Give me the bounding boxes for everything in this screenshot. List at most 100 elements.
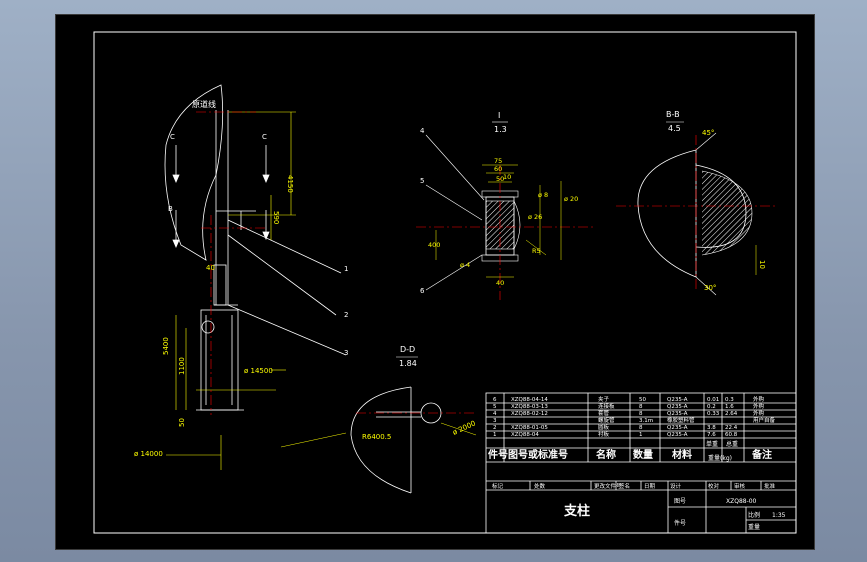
detail-i-leader: 5 <box>420 177 424 185</box>
bom-cell-name: 圆板 <box>598 423 610 431</box>
sign-row-cell: 日期 <box>644 483 656 490</box>
bom-cell-qty: 1 <box>639 432 643 438</box>
detail-i-leader: 6 <box>420 287 425 295</box>
bom-cell-note: 外购 <box>753 395 765 403</box>
base-tube <box>200 309 239 411</box>
bom-cell-w2: 0.3 <box>725 397 734 403</box>
bom-cell-w1: 7.6 <box>707 432 716 438</box>
detail-i-dim: R5 <box>532 247 541 255</box>
detail-i-title-top: I <box>498 111 500 120</box>
bom-cell-mat: Q235-A <box>667 432 688 438</box>
bom-cell-name: 夹子 <box>598 395 610 403</box>
design-row-cell: 设计 <box>670 482 682 490</box>
design-row-cell: 批准 <box>764 482 776 490</box>
design-row-cell: 校对 <box>708 482 720 490</box>
bom-cell-mat: Q235-A <box>667 425 688 431</box>
detail-i-leader: 4 <box>420 127 425 135</box>
bom-cell-note: 用户自备 <box>753 416 776 424</box>
bom-cell-no: 5 <box>493 404 497 410</box>
section-d-title-top: D-D <box>400 345 415 354</box>
title-block <box>485 392 797 534</box>
bom-cell-qty: 8 <box>639 425 643 431</box>
main-dim-3: 5400 <box>162 337 170 355</box>
sign-row-cell: 处数 <box>534 482 546 490</box>
section-b-angle-top: 45° <box>702 129 714 137</box>
main-view-centerlines <box>196 111 266 415</box>
sign-row-cell: 标记 <box>492 482 504 490</box>
main-leader-1: 1 <box>344 265 348 273</box>
bom-cell-note: 外购 <box>753 409 765 417</box>
section-d <box>280 356 477 494</box>
bom-cell-mat: Q235-A <box>667 397 688 403</box>
main-leader-2: 2 <box>344 311 348 319</box>
drawing-no-label: 图号 <box>674 498 686 505</box>
main-view <box>164 84 347 411</box>
bom-cell-w1: 0.33 <box>707 411 720 417</box>
bom-cell-code: XZQ88-03-13 <box>511 404 548 410</box>
detail-i-leaders: 4 5 6 <box>420 127 425 295</box>
detail-i-dim: ø 8 <box>538 191 548 199</box>
section-d-dim-left: R6400.5 <box>362 433 391 441</box>
bom-cell-qty: 8 <box>639 404 643 410</box>
bolt-circle <box>201 320 215 334</box>
cad-viewport[interactable]: 原道线 4150 590 5400 1100 50 ø 14000 ø 1450… <box>55 14 815 550</box>
bom-cell-qty: 3.1m <box>639 418 653 424</box>
bom-cell-code: XZQ88-04 <box>511 432 539 438</box>
part-title: 支柱 <box>563 503 590 519</box>
bom-cell-name: 衬板 <box>598 430 610 438</box>
bom-cell-w2: 1.6 <box>725 404 734 410</box>
bom-cell-w1: 0.01 <box>707 397 719 403</box>
scale-value: 1:35 <box>772 512 786 519</box>
bom-cell-mat: Q235-A <box>667 411 688 417</box>
section-b-angle-bottom: 30° <box>704 284 716 292</box>
bom-cell-w2: 2.64 <box>725 411 738 417</box>
drawing-no: XZQ88-00 <box>726 498 757 505</box>
bom-weight-header: 单重 总重 重量(kg) <box>706 440 738 462</box>
section-b-title-top: B-B <box>666 110 680 119</box>
detail-i-dim: ø 26 <box>528 213 542 221</box>
detail-i-dim: 75 <box>494 157 502 165</box>
section-b-dim-right: 10 <box>758 260 766 269</box>
detail-i-dim: 400 <box>428 241 440 249</box>
weight-label: 重量 <box>748 523 760 531</box>
main-dim-8: 40 <box>206 264 215 272</box>
main-dim-5: 50 <box>178 418 186 427</box>
bom-cell-note: 外购 <box>753 402 765 410</box>
main-dim-2: 590 <box>272 211 280 224</box>
material-label: 件号 <box>674 519 686 527</box>
bom-cell-name: 套管 <box>598 409 610 417</box>
section-d-title-bottom: 1.84 <box>399 359 417 368</box>
bom-cell-w1: 3.8 <box>707 425 716 431</box>
main-section-a: C <box>170 133 175 141</box>
bom-header-qty: 数量 <box>633 448 653 461</box>
detail-i-dim: 10 <box>503 173 511 181</box>
main-section-c: C <box>262 133 267 141</box>
bom-cell-no: 1 <box>493 432 497 438</box>
detail-i-dim: ø 4 <box>460 261 470 269</box>
detail-i-dim: ø 20 <box>564 195 578 203</box>
bom-cell-code: XZQ88-04-14 <box>511 397 548 403</box>
bom-header-name: 名称 <box>596 448 616 461</box>
bom-cell-name: 连接板 <box>598 402 615 410</box>
main-view-dimensions <box>166 111 296 470</box>
detail-i-title-bottom: 1.3 <box>494 125 507 134</box>
bom-cell-mat: 橡胶塑料管 <box>667 416 695 424</box>
cad-drawing: 原道线 4150 590 5400 1100 50 ø 14000 ø 1450… <box>93 31 797 534</box>
bom-cell-no: 4 <box>493 411 497 417</box>
sign-row-cell: 更改文件号 <box>594 482 622 490</box>
bom-header: 件号 图号或标准号 名称 数量 材料 备注 <box>488 448 772 461</box>
design-row-cell: 审核 <box>734 482 746 490</box>
bom-header-code: 图号或标准号 <box>508 448 568 461</box>
scale-label: 比例 <box>748 511 760 519</box>
main-dim-7: ø 14500 <box>244 367 273 375</box>
main-dim-4: 1100 <box>178 357 186 375</box>
bom-cell-w1: 0.2 <box>707 404 716 410</box>
main-section-b: B <box>168 205 173 213</box>
bom-header-weight-total: 总重 <box>726 440 738 448</box>
detail-i-dim: 60 <box>494 165 502 173</box>
main-label-top: 原道线 <box>192 99 216 109</box>
detail-i-dim: 40 <box>496 279 504 287</box>
drawing-border <box>93 31 797 534</box>
